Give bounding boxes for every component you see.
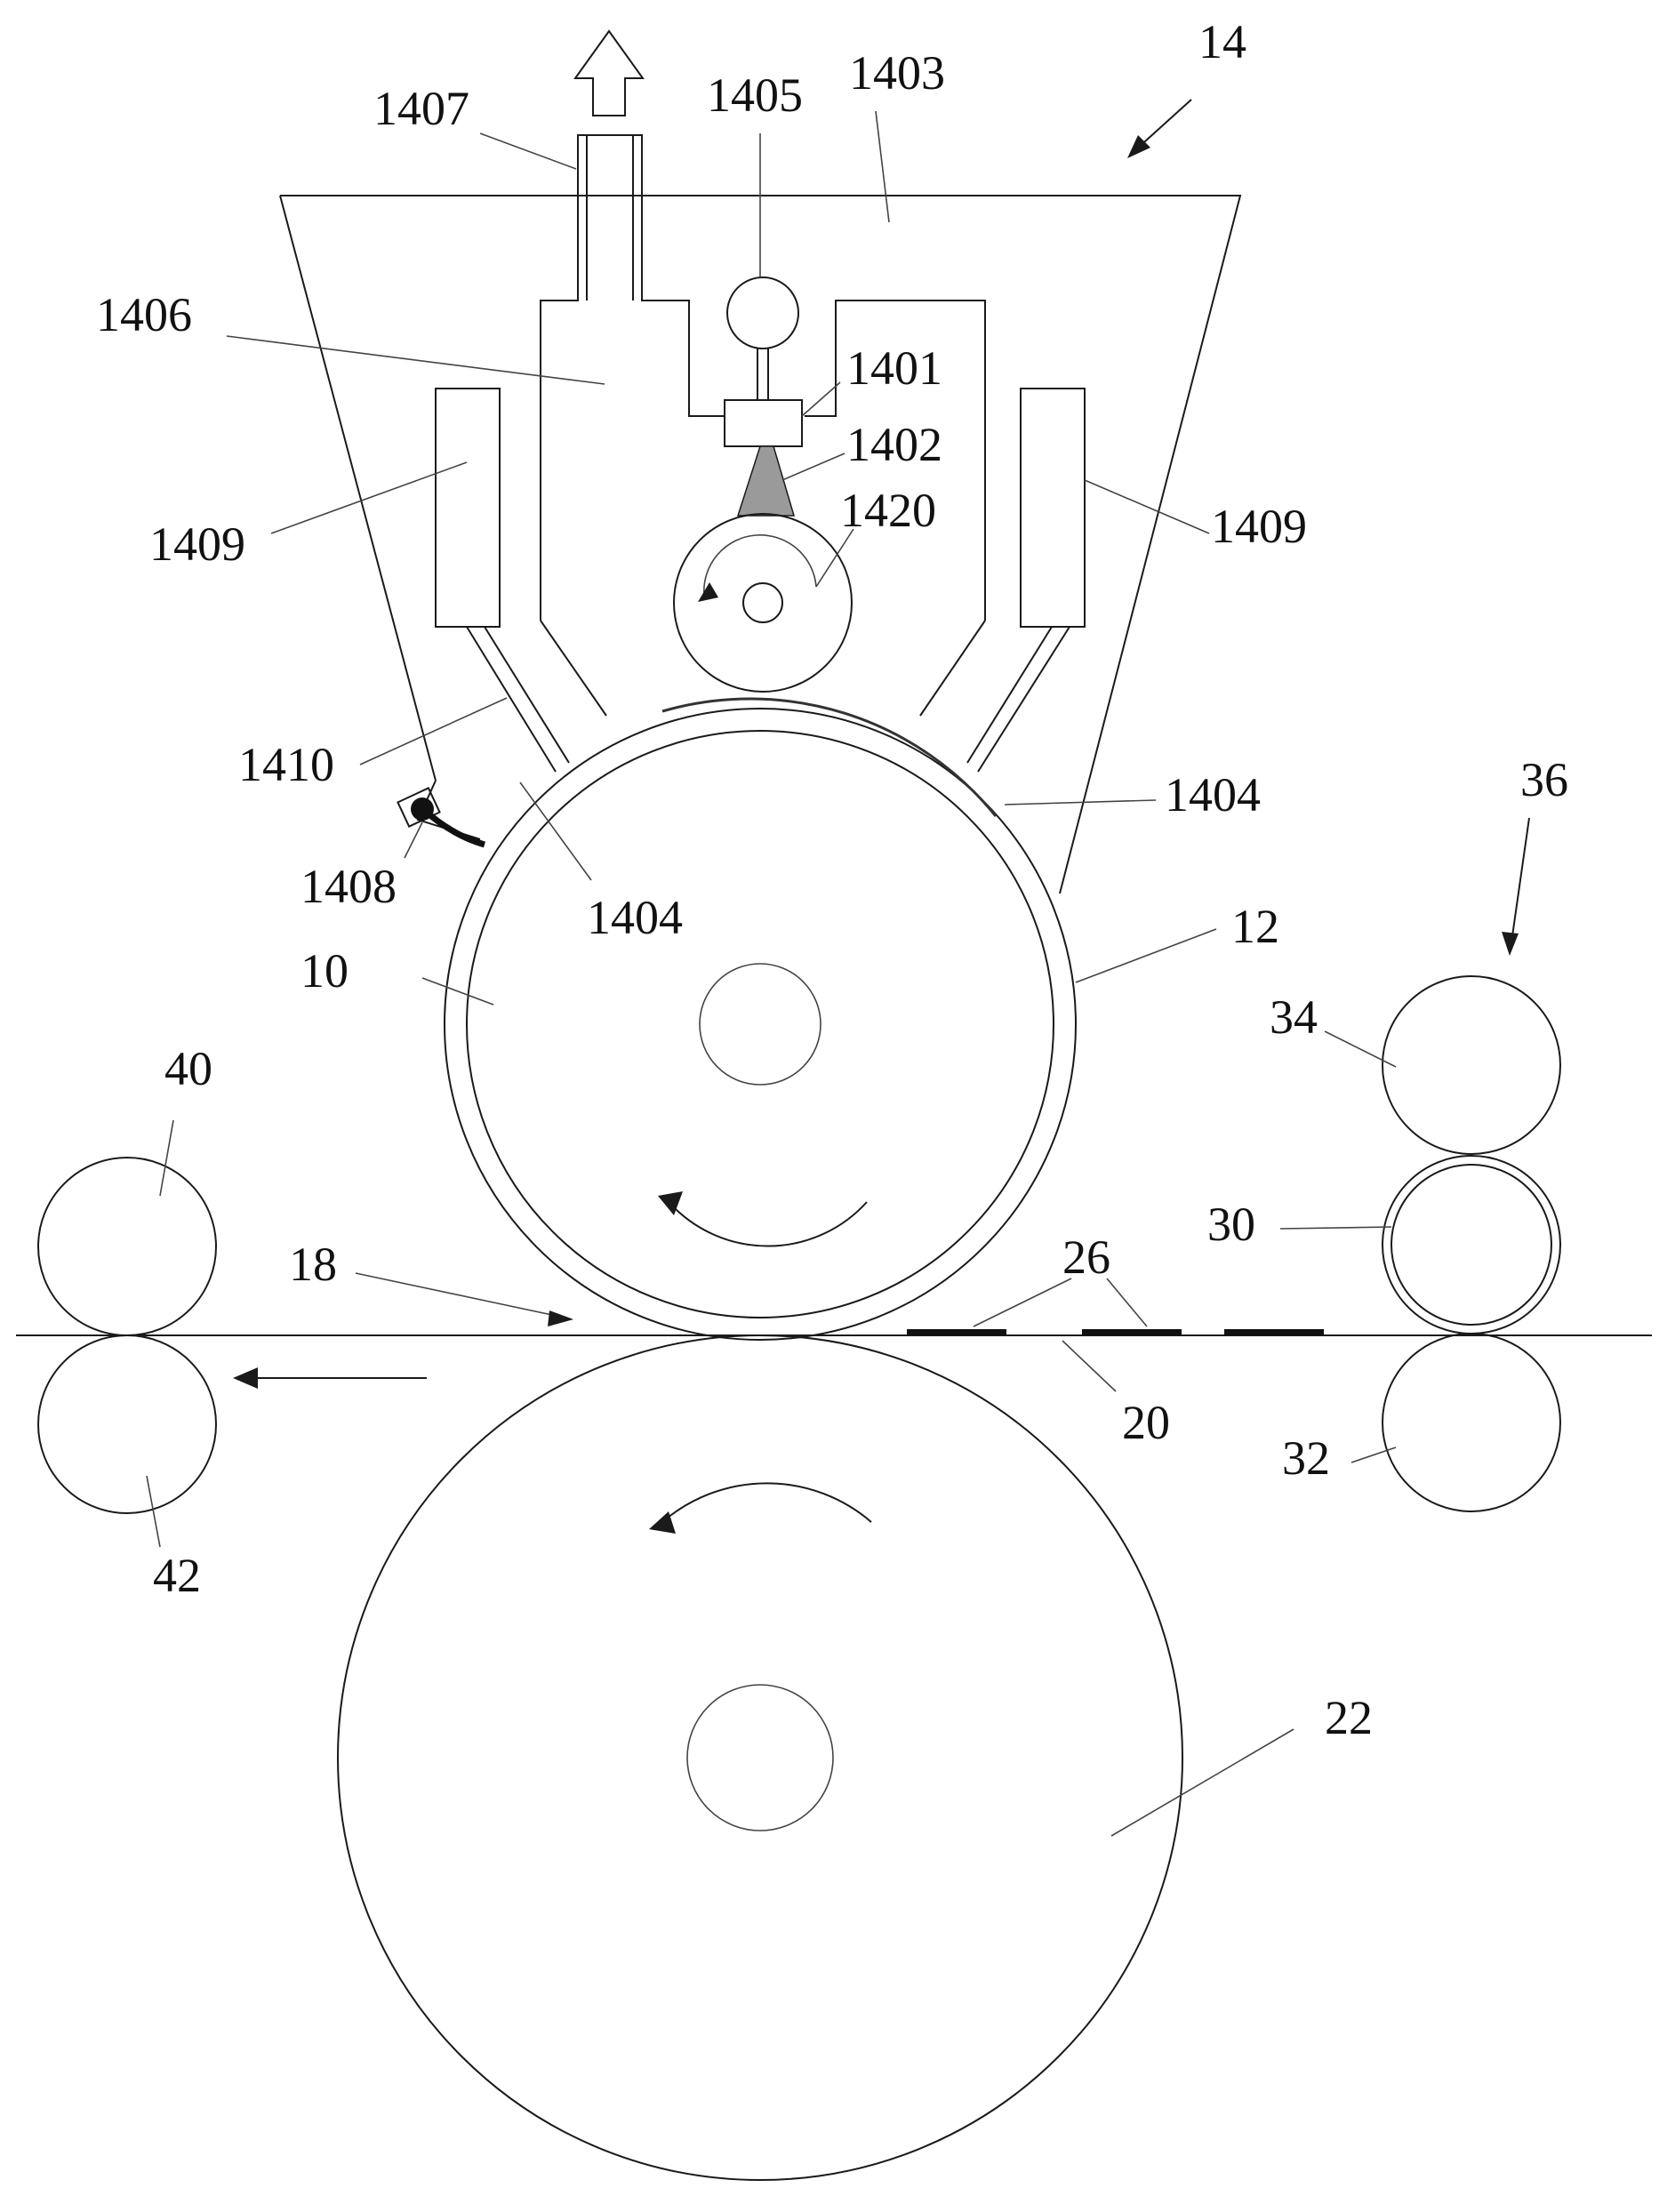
- roller-1420-hub: [743, 583, 782, 622]
- label-22: 22: [1325, 1691, 1373, 1744]
- drum-rotation-arrow-icon: [671, 1202, 867, 1246]
- heater-1409-left: [436, 389, 500, 627]
- duct-branch-right: [920, 621, 985, 716]
- label-1406: 1406: [96, 288, 192, 341]
- roller-30-outer: [1382, 1156, 1560, 1334]
- roller-30-inner: [1391, 1165, 1551, 1325]
- duct-branch-left: [541, 621, 606, 716]
- label-40: 40: [164, 1042, 212, 1095]
- roller-32: [1382, 1334, 1560, 1511]
- label-1404-right: 1404: [1165, 768, 1261, 821]
- label-26: 26: [1062, 1230, 1110, 1284]
- label-1420: 1420: [840, 484, 936, 537]
- roller-34: [1382, 976, 1560, 1154]
- label-1405: 1405: [707, 68, 803, 122]
- feed-line-left: [467, 627, 569, 772]
- roller-40: [38, 1158, 216, 1335]
- label-1407: 1407: [373, 82, 469, 135]
- web-direction-arrowhead: [233, 1367, 258, 1389]
- housing-outline: [280, 196, 1240, 894]
- label-1409-left: 1409: [149, 517, 245, 571]
- drum-10-hub: [700, 964, 821, 1085]
- feed-line-right: [967, 627, 1070, 772]
- roller-22-rotation-arrow-icon: [662, 1483, 871, 1522]
- label-1403: 1403: [849, 46, 945, 100]
- valve-stem: [757, 349, 768, 400]
- label-36: 36: [1520, 753, 1568, 806]
- deposit-26-a: [907, 1329, 1006, 1335]
- label-30: 30: [1207, 1198, 1255, 1251]
- label-1409-right: 1409: [1211, 500, 1307, 553]
- drum-10: [467, 731, 1054, 1318]
- pointer-36: [1511, 818, 1529, 942]
- impression-roller-22-hub: [687, 1685, 833, 1831]
- heater-1409-right: [1021, 389, 1085, 627]
- duct-outlet-arrow-icon: [575, 31, 643, 116]
- label-1402: 1402: [846, 418, 942, 471]
- blade-1408: [425, 811, 485, 845]
- deposit-26-c: [1224, 1329, 1324, 1335]
- exhaust-duct-inner-wall: [587, 135, 633, 301]
- label-1410: 1410: [238, 738, 334, 791]
- valve-1405: [727, 277, 798, 349]
- roller-1420: [674, 514, 852, 692]
- nip-arrow-18: [356, 1273, 565, 1318]
- label-12: 12: [1231, 900, 1279, 953]
- roller-1420-arrowhead: [698, 582, 718, 602]
- label-1408: 1408: [301, 860, 397, 913]
- label-1401: 1401: [846, 341, 942, 395]
- roller-1420-rotation-arrow-icon: [704, 535, 816, 596]
- roller-42: [38, 1335, 216, 1513]
- label-34: 34: [1270, 990, 1318, 1044]
- deposit-26-b: [1082, 1329, 1182, 1335]
- pointer-36-head: [1502, 932, 1519, 956]
- label-10: 10: [301, 944, 349, 998]
- label-1404-inner: 1404: [587, 891, 683, 944]
- nozzle-1401: [725, 400, 802, 446]
- impression-roller-22: [338, 1335, 1182, 2180]
- label-20: 20: [1122, 1396, 1170, 1449]
- label-42: 42: [153, 1549, 201, 1602]
- spray-cone-1402: [738, 446, 794, 516]
- label-14: 14: [1198, 15, 1246, 68]
- label-32: 32: [1282, 1431, 1330, 1485]
- label-18: 18: [289, 1238, 337, 1291]
- nip-arrowhead-18: [548, 1310, 573, 1326]
